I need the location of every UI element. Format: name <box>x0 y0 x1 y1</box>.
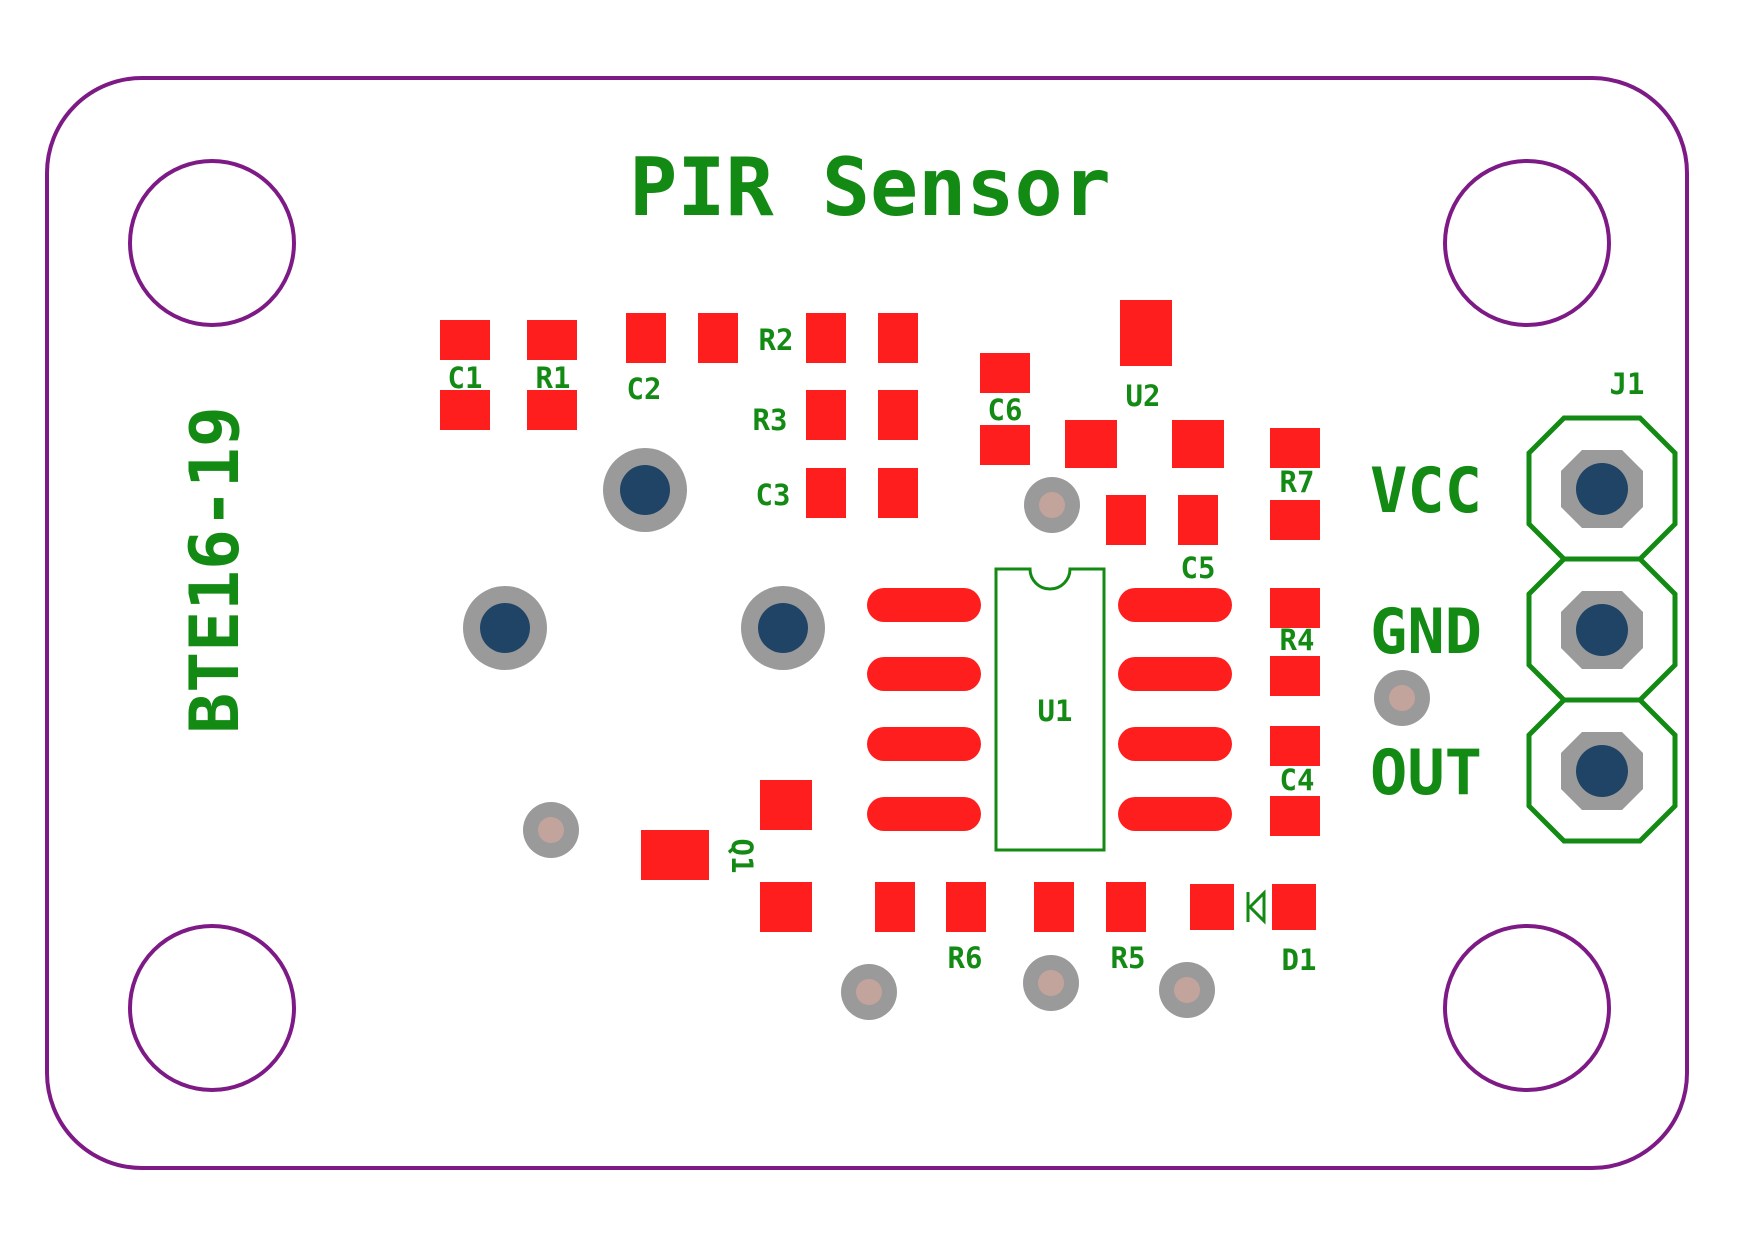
pad-c1 <box>440 320 490 360</box>
pad-r2 <box>878 313 918 363</box>
pad-u1 <box>1118 727 1232 761</box>
pad-c5 <box>1178 495 1218 545</box>
pad-u1 <box>867 657 981 691</box>
label-c1: C1 <box>448 361 483 395</box>
pad-u1 <box>867 588 981 622</box>
designators: C1 R1 C2 R2 R3 C3 C6 U2 R7 C5 R4 C4 U1 Q… <box>448 323 1645 977</box>
pad-d1 <box>1272 884 1316 930</box>
pad-c4 <box>1270 726 1320 766</box>
pad-c2 <box>698 313 738 363</box>
pad-d1 <box>1190 884 1234 930</box>
board-id: BTE16-19 <box>176 406 255 734</box>
j1-header <box>1526 415 1678 844</box>
pad-u1 <box>1118 797 1232 831</box>
small-vias <box>523 477 1430 1020</box>
pin-label-gnd: GND <box>1370 595 1482 668</box>
j1-pin-vcc <box>1576 463 1628 515</box>
label-r2: R2 <box>759 323 794 357</box>
pad-r3 <box>806 390 846 440</box>
label-r1: R1 <box>536 361 571 395</box>
label-r6: R6 <box>948 941 983 975</box>
pir-pins <box>463 448 825 670</box>
pad-c6 <box>980 425 1030 465</box>
label-c2: C2 <box>627 372 662 406</box>
pad-r1 <box>527 320 577 360</box>
label-j1: J1 <box>1610 367 1645 401</box>
u1-outline <box>994 567 1106 852</box>
via-core <box>620 465 670 515</box>
label-c3: C3 <box>756 478 791 512</box>
pad-r7 <box>1270 428 1320 468</box>
pad-q1 <box>641 830 709 880</box>
pad-c6 <box>980 353 1030 393</box>
pad-u1 <box>1118 657 1232 691</box>
pad-r4 <box>1270 656 1320 696</box>
label-q1: Q1 <box>725 839 759 874</box>
label-r5: R5 <box>1111 941 1146 975</box>
pin-labels: VCC GND OUT <box>1370 454 1482 809</box>
pad-u1 <box>1118 588 1232 622</box>
pad-r6 <box>875 882 915 932</box>
label-d1: D1 <box>1282 943 1317 977</box>
via-core <box>758 603 808 653</box>
pad-u2 <box>1065 420 1117 468</box>
board-outline <box>45 76 1689 1170</box>
pad-c2 <box>626 313 666 363</box>
pad-u1 <box>867 797 981 831</box>
pad-u1 <box>867 727 981 761</box>
pad-u2 <box>1172 420 1224 468</box>
pad-r5 <box>1034 882 1074 932</box>
board-title: PIR Sensor <box>629 141 1111 234</box>
mounting-hole <box>1443 924 1611 1092</box>
label-r7: R7 <box>1280 465 1315 499</box>
via-core <box>480 603 530 653</box>
pad-c5 <box>1106 495 1146 545</box>
label-u1: U1 <box>1038 694 1073 728</box>
label-c5: C5 <box>1181 551 1216 585</box>
pad-r2 <box>806 313 846 363</box>
label-r3: R3 <box>753 403 788 437</box>
j1-pin-out <box>1576 745 1628 797</box>
pad-c3 <box>806 468 846 518</box>
diode-symbol <box>1246 889 1266 925</box>
pad-r4 <box>1270 588 1320 628</box>
pad-r5 <box>1106 882 1146 932</box>
label-c4: C4 <box>1280 763 1315 797</box>
pin-label-out: OUT <box>1370 736 1482 809</box>
label-c6: C6 <box>988 393 1023 427</box>
pad-r6 <box>946 882 986 932</box>
pad-r1 <box>527 390 577 430</box>
mounting-hole <box>1443 159 1611 327</box>
pad-c4 <box>1270 796 1320 836</box>
pad-r3 <box>878 390 918 440</box>
label-r4: R4 <box>1280 623 1315 657</box>
pad-c3 <box>878 468 918 518</box>
pad-r7 <box>1270 500 1320 540</box>
j1-pin-outline <box>1526 697 1678 844</box>
j1-pin-gnd <box>1576 604 1628 656</box>
mounting-hole <box>128 924 296 1092</box>
smd-pads <box>440 300 1320 932</box>
label-u2: U2 <box>1126 379 1161 413</box>
u1-pads <box>867 588 1232 831</box>
mounting-hole <box>128 159 296 327</box>
pad-c1 <box>440 390 490 430</box>
pad-q1 <box>760 780 812 830</box>
pad-u2 <box>1120 300 1172 366</box>
pad-q1 <box>760 882 812 932</box>
pin-label-vcc: VCC <box>1370 454 1482 527</box>
